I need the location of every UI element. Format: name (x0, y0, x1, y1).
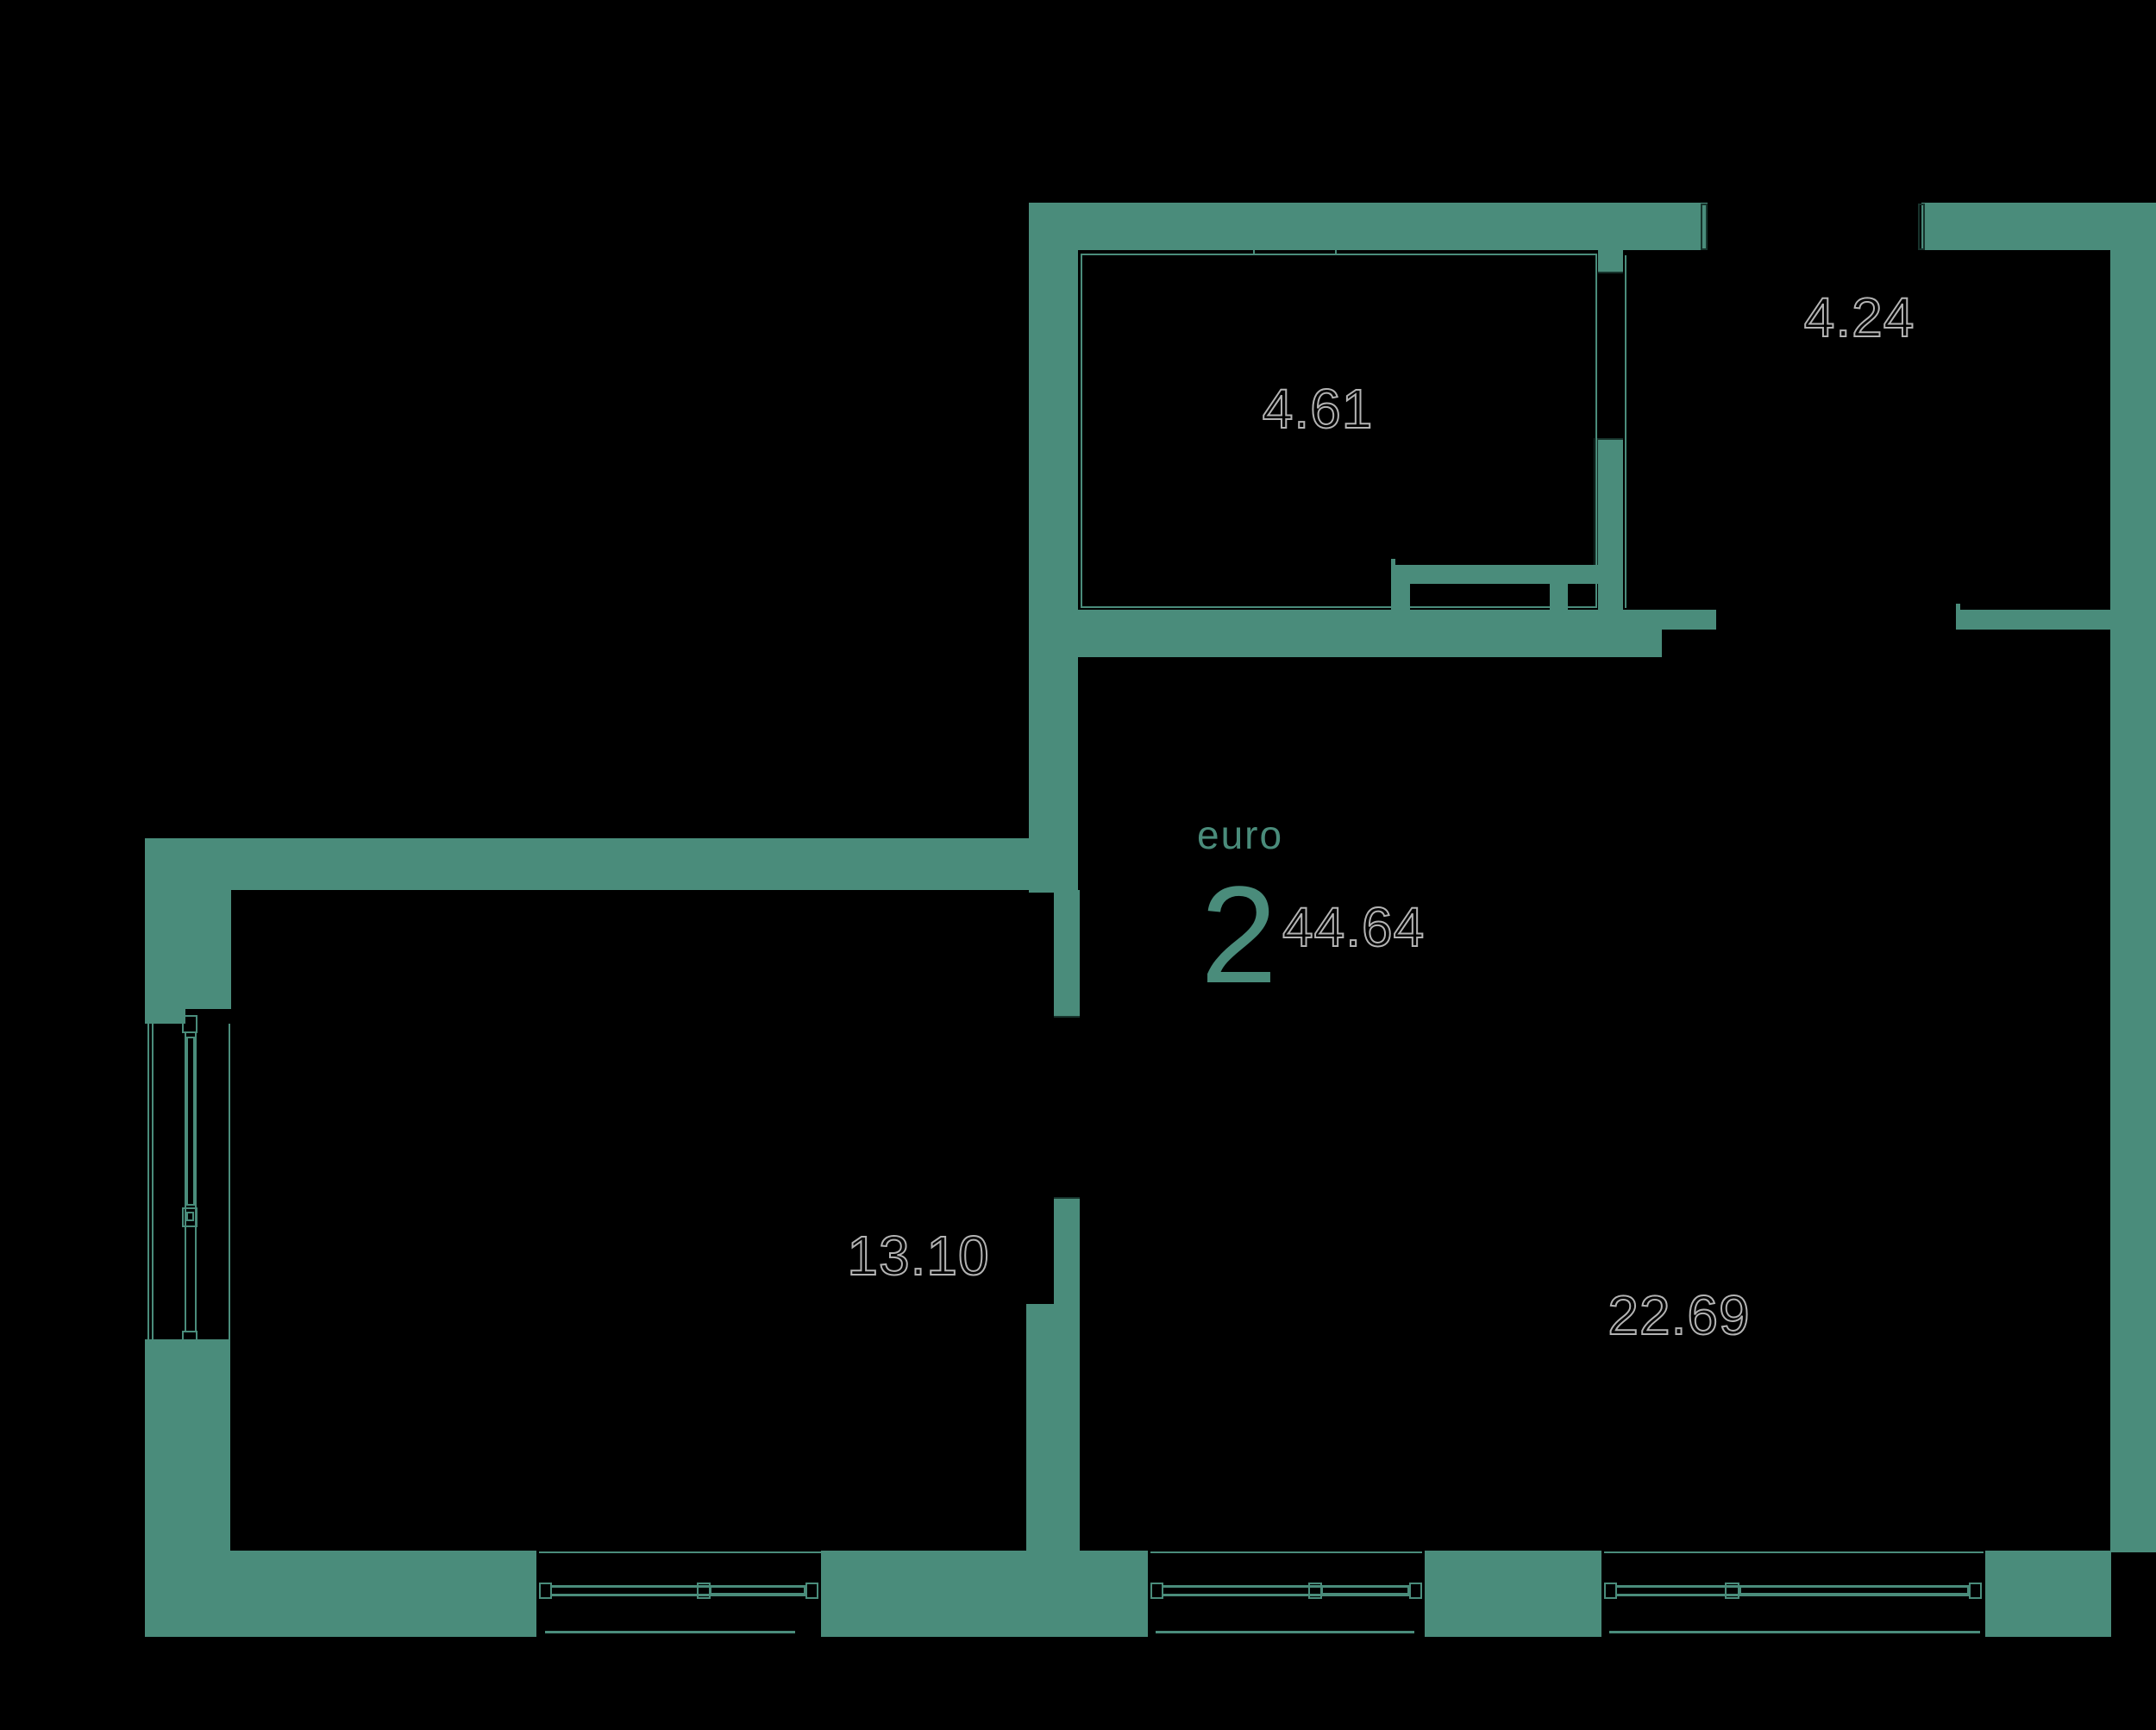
window-2-cap-right (1409, 1583, 1422, 1599)
wall-middle-upper (1054, 890, 1080, 1018)
bath-counter-left-leg (1391, 584, 1410, 610)
window-2-frame-top (1163, 1585, 1409, 1588)
room-area-label-bathroom: 4.61 (1262, 378, 1374, 440)
wall-middle-lower (1026, 1304, 1080, 1551)
window-2-sash (1321, 1586, 1409, 1595)
room-area-label-bedroom: 13.10 (846, 1225, 990, 1287)
window-3-sash (1739, 1586, 1969, 1595)
window-left-interior-cross-line (229, 1024, 230, 1345)
bath-counter-tick (1391, 559, 1395, 565)
window-1-mullion (697, 1583, 711, 1599)
window-left-frame-line-1 (185, 1033, 186, 1331)
window-3-cap-right (1969, 1583, 1982, 1599)
wall-topsection-bottom-thick (1069, 610, 1662, 657)
wall-topsection-bottom-thin-left (1662, 610, 1716, 630)
entrance-door-jamb-left (1701, 204, 1708, 250)
bedroom-door-jamb-bottom (1054, 1197, 1080, 1199)
bath-counter-stub (1550, 584, 1568, 610)
window-1-sash (710, 1586, 805, 1595)
wall-bottom-block-3 (1425, 1551, 1601, 1637)
window-left-cap-bottom (182, 1331, 197, 1348)
unit-layout-type-label: euro (1197, 812, 1284, 857)
wall-left-pier-step (145, 1009, 185, 1024)
wall-right-exterior (2110, 203, 2156, 1552)
wall-left-pier-bottom (145, 1339, 230, 1637)
wall-middle-mid (1054, 1197, 1080, 1304)
window-1-frame-top (552, 1585, 805, 1588)
bath-counter-band (1391, 565, 1601, 584)
room-area-label-hallway: 4.24 (1803, 286, 1915, 348)
window-2-mullion (1308, 1583, 1322, 1599)
wall-hall-bottom-thin (1956, 610, 2110, 630)
wall-top-left-segment (1029, 203, 1708, 250)
wall-topsection-left (1029, 203, 1078, 893)
window-1-sill (545, 1631, 795, 1633)
window-left-mullion (182, 1207, 197, 1227)
window-3-cap-left (1604, 1583, 1617, 1599)
wall-bottom-block-1 (230, 1551, 536, 1637)
window-3-interior-cross-line (1604, 1551, 1984, 1553)
window-2-interior-cross-line (1150, 1551, 1422, 1553)
window-left-mullion-inner (186, 1212, 194, 1221)
window-3-frame-bottom (1617, 1594, 1969, 1596)
wall-bedroom-top (145, 838, 1046, 890)
wall-left-pier-top (145, 838, 231, 1009)
hall-door-opening-tick (1956, 604, 1960, 610)
window-left-outer-line-1 (147, 1024, 149, 1345)
wall-bath-hall-partition (1598, 438, 1623, 610)
bathroom-interior-outline (1081, 254, 1597, 608)
hallway-interior-left-line (1625, 255, 1626, 608)
unit-rooms-count-label: 2 (1200, 857, 1277, 1012)
window-left-sash (186, 1037, 195, 1206)
unit-total-area-label: 44.64 (1282, 896, 1426, 958)
window-1-cap-left (539, 1583, 552, 1599)
wall-bath-hall-partition-stub (1598, 250, 1623, 273)
window-1-cap-right (805, 1583, 818, 1599)
window-3-sill (1609, 1631, 1980, 1633)
entrance-door-jamb-right (1918, 204, 1925, 250)
window-3-mullion (1725, 1583, 1739, 1599)
wall-bottom-block-4 (1985, 1551, 2111, 1637)
bathroom-riser-tick-2 (1335, 248, 1337, 254)
bathroom-riser-tick-1 (1253, 248, 1255, 254)
window-left-outer-line-2 (152, 1024, 154, 1345)
window-2-cap-left (1150, 1583, 1163, 1599)
window-2-sill (1156, 1631, 1414, 1633)
bath-doorframe-hairline-1 (1594, 438, 1595, 565)
room-area-label-living: 22.69 (1607, 1284, 1751, 1346)
window-1-interior-cross-line (539, 1551, 821, 1553)
window-1-frame-bottom (552, 1594, 805, 1596)
window-left-cap-top (182, 1015, 197, 1033)
bath-door-jamb-bottom (1598, 438, 1623, 440)
wall-bottom-block-2 (821, 1551, 1148, 1637)
bedroom-door-jamb-top (1054, 1016, 1080, 1018)
window-left-frame-line-2 (195, 1033, 197, 1331)
bath-door-jamb-top (1598, 272, 1623, 273)
window-2-frame-bottom (1163, 1594, 1409, 1596)
bath-doorframe-hairline-2 (1597, 438, 1598, 565)
